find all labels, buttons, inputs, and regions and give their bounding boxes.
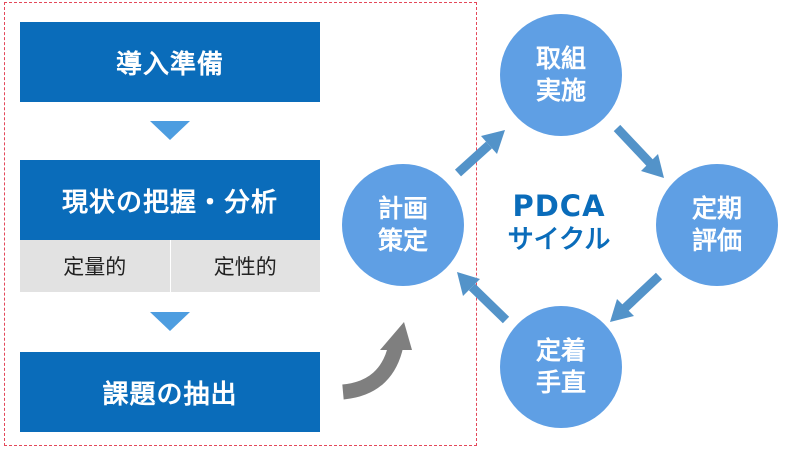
do-line2: 実施 <box>535 76 586 105</box>
pdca-label-line2: サイクル <box>507 225 611 256</box>
circle-check: 定期 評価 <box>656 164 778 286</box>
curved-up-arrow-head <box>380 322 412 350</box>
cycle-arrow-do-to-check <box>613 124 664 178</box>
subcell-qualitative: 定性的 <box>169 240 321 292</box>
step-analysis: 現状の把握・分析 <box>20 160 320 240</box>
cycle-arrow-check-to-act <box>610 272 663 322</box>
curved-up-arrow <box>342 343 404 400</box>
circle-act: 定着 手直 <box>500 306 622 428</box>
act-line1: 定着 <box>535 335 586 365</box>
do-line1: 取組 <box>535 43 586 73</box>
pdca-label-line1: PDCA <box>512 189 606 223</box>
step-issue-extraction: 課題の抽出 <box>20 352 320 432</box>
check-line2: 評価 <box>691 226 742 255</box>
circle-do: 取組 実施 <box>500 14 622 136</box>
subcell-quantitative: 定量的 <box>63 255 127 279</box>
down-arrow-2 <box>150 312 190 331</box>
analysis-subrow: 定量的 定性的 <box>20 240 320 292</box>
check-line1: 定期 <box>691 193 742 223</box>
plan-line2: 策定 <box>377 226 428 255</box>
pdca-label: PDCA サイクル <box>480 188 638 257</box>
act-line2: 手直 <box>535 368 586 397</box>
plan-line1: 計画 <box>377 193 428 223</box>
step-preparation: 導入準備 <box>20 22 320 102</box>
cycle-arrow-act-to-plan <box>457 272 510 324</box>
circle-plan: 計画 策定 <box>342 164 464 286</box>
down-arrow-1 <box>150 121 190 140</box>
dashed-frame <box>4 2 477 446</box>
cycle-arrow-plan-to-do <box>454 130 505 177</box>
